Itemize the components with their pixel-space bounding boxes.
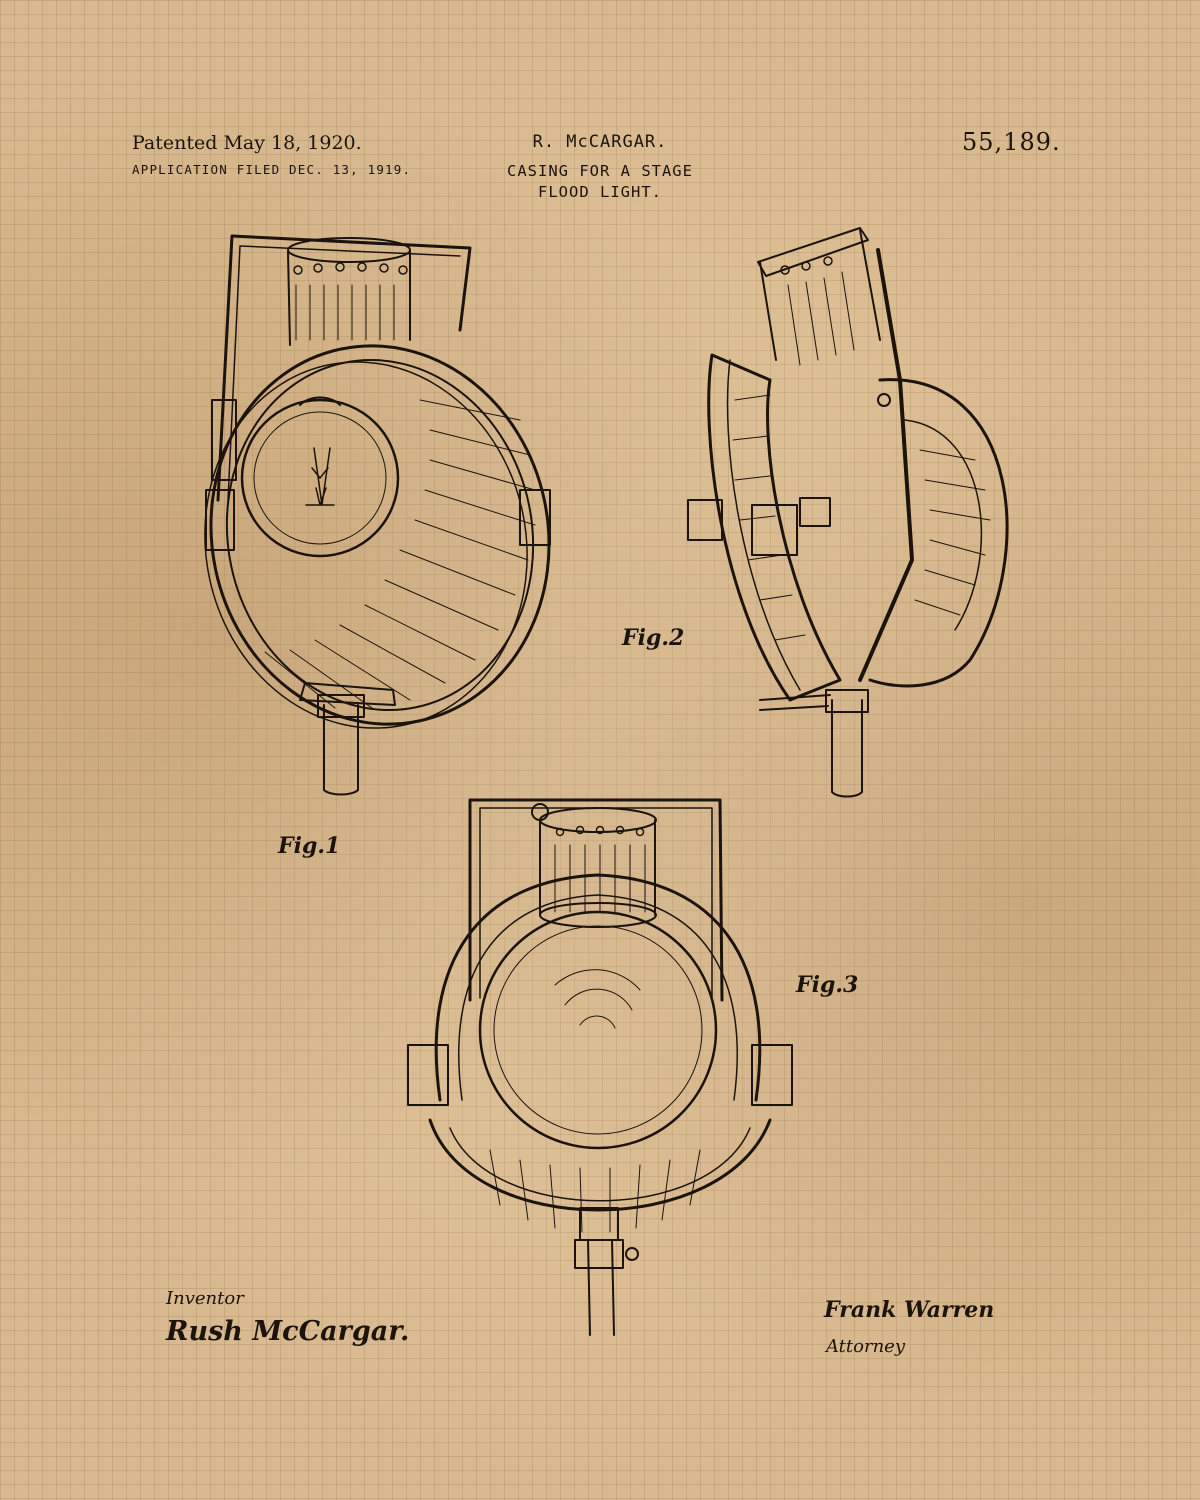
- inventor-heading: R. McCARGAR.: [532, 132, 668, 152]
- figure-3-flood-light: [408, 800, 792, 1335]
- patent-title-line-1: CASING FOR A STAGE: [507, 162, 693, 180]
- attorney-label: Attorney: [826, 1336, 906, 1357]
- attorney-signature: Frank Warren: [824, 1297, 995, 1323]
- inventor-signature: Rush McCargar.: [166, 1316, 410, 1347]
- inventor-label: Inventor: [166, 1288, 244, 1309]
- figure-2-label: Fig.2: [622, 625, 685, 651]
- patent-number: 55,189.: [962, 128, 1061, 156]
- patent-title-line-2: FLOOD LIGHT.: [538, 183, 662, 201]
- figure-3-label: Fig.3: [796, 972, 859, 998]
- figure-1-flood-light: [171, 236, 584, 795]
- figure-1-label: Fig.1: [278, 833, 341, 859]
- patent-date: Patented May 18, 1920.: [132, 132, 362, 154]
- figure-2-flood-light: [688, 228, 1007, 797]
- application-filed-date: APPLICATION FILED DEC. 13, 1919.: [132, 162, 412, 177]
